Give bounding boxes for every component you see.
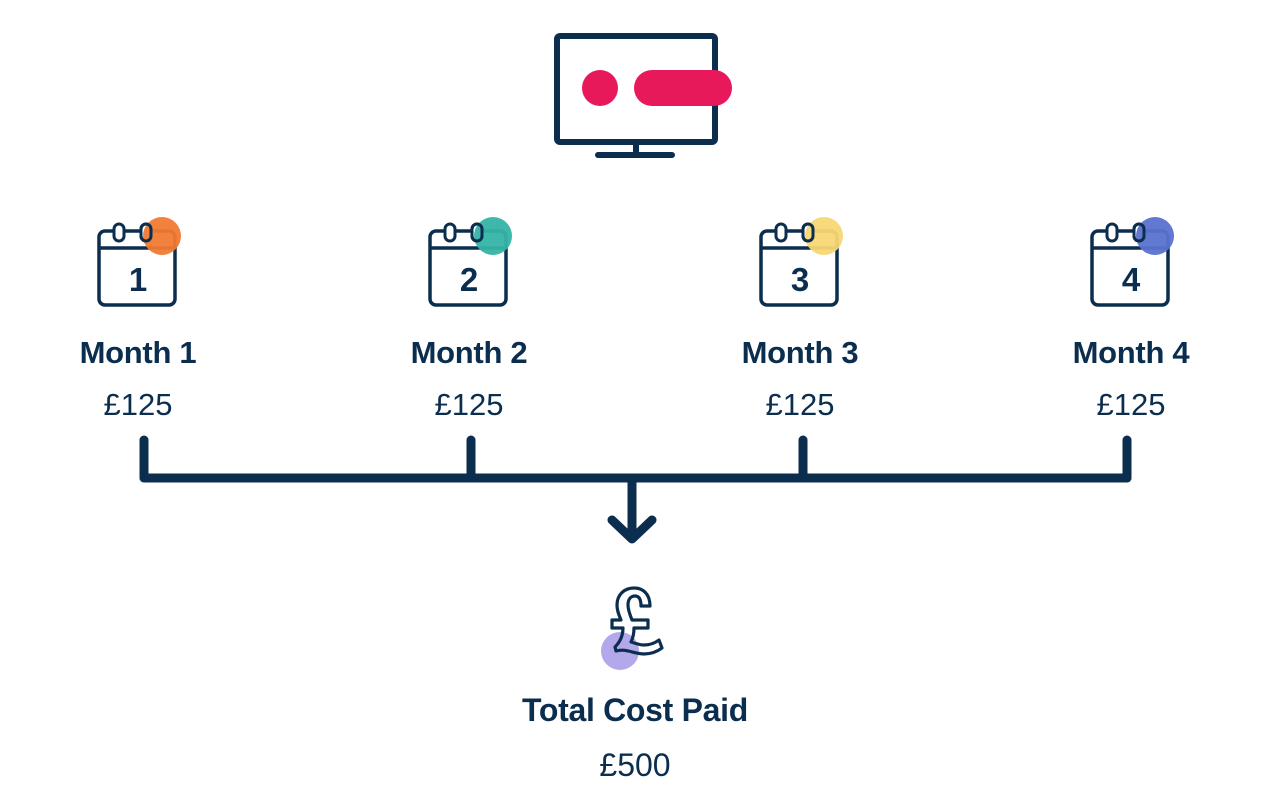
accent-dot bbox=[1136, 217, 1174, 255]
month-label: Month 4 bbox=[1072, 335, 1190, 370]
month-4-column: 4 Month 4 £125 bbox=[1031, 210, 1231, 425]
accent-dot bbox=[143, 217, 181, 255]
calendar-icon: 2 bbox=[369, 210, 569, 315]
monitor-icon bbox=[554, 33, 732, 158]
calendar-day-number: 4 bbox=[1121, 261, 1141, 298]
calendar-day-number: 1 bbox=[128, 261, 148, 298]
month-label: Month 1 bbox=[79, 335, 197, 370]
month-amount: £125 bbox=[434, 387, 504, 422]
calendar-icon: 1 bbox=[38, 210, 238, 315]
pound-coin-icon bbox=[601, 586, 664, 670]
month-1-column: 1 Month 1 £125 bbox=[38, 210, 238, 425]
month-amount: £125 bbox=[765, 387, 835, 422]
accent-dot bbox=[805, 217, 843, 255]
total-cost-amount: £500 bbox=[599, 747, 671, 783]
month-amount: £125 bbox=[103, 387, 173, 422]
total-cost-label: Total Cost Paid bbox=[521, 692, 749, 728]
calendar-day-number: 2 bbox=[459, 261, 479, 298]
calendar-icon: 4 bbox=[1031, 210, 1231, 315]
accent-dot bbox=[474, 217, 512, 255]
month-3-column: 3 Month 3 £125 bbox=[700, 210, 900, 425]
connector-bracket bbox=[139, 435, 1132, 544]
calendar-day-number: 3 bbox=[790, 261, 810, 298]
calendar-icon: 3 bbox=[700, 210, 900, 315]
month-amount: £125 bbox=[1096, 387, 1166, 422]
month-2-column: 2 Month 2 £125 bbox=[369, 210, 569, 425]
month-label: Month 3 bbox=[741, 335, 859, 370]
month-label: Month 2 bbox=[410, 335, 528, 370]
